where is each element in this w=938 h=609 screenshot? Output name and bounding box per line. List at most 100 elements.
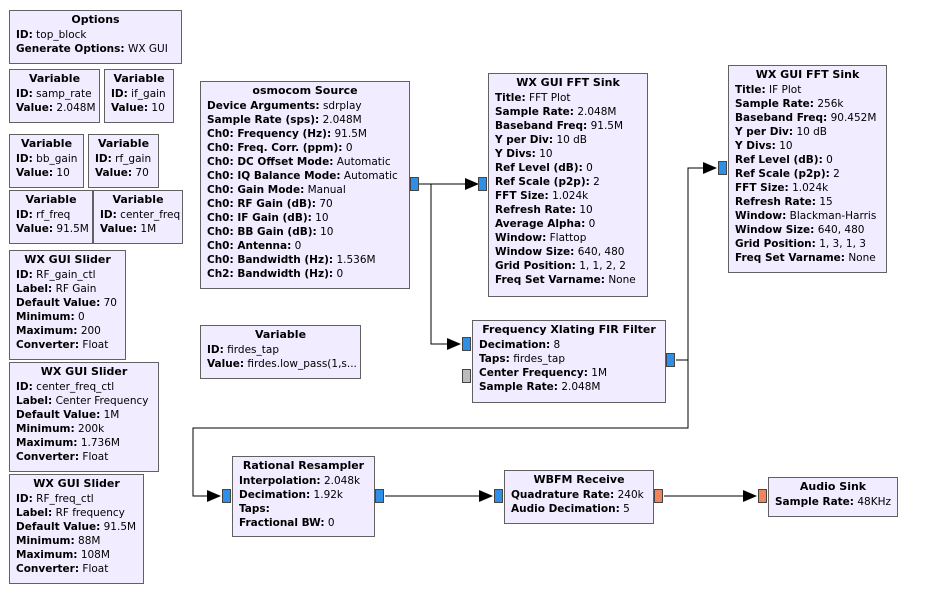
param-label: Baseband Freq:: [495, 120, 588, 132]
param-value: 10 dB: [556, 134, 588, 146]
param-label: Ch0: BB Gain (dB):: [207, 226, 317, 238]
param-row: Sample Rate: 48KHz: [775, 495, 891, 509]
param-label: ID:: [16, 209, 33, 221]
fft-sink-fft-plot-block[interactable]: WX GUI FFT Sink Title: FFT Plot Sample R…: [488, 73, 648, 297]
param-value: bb_gain: [36, 153, 78, 165]
param-value: 15: [819, 196, 833, 208]
slider-center-freq-block[interactable]: WX GUI Slider ID: center_freq_ctl Label:…: [9, 362, 159, 472]
param-value: 48KHz: [857, 496, 891, 508]
variable-samp-rate-block[interactable]: Variable ID: samp_rate Value: 2.048M: [9, 69, 100, 123]
param-value: Float: [82, 339, 109, 351]
fft-sink-if-plot-block[interactable]: WX GUI FFT Sink Title: IF Plot Sample Ra…: [728, 65, 887, 273]
rational-resampler-in-port[interactable]: [222, 489, 231, 503]
param-label: Title:: [495, 92, 526, 104]
param-value: 91.5M: [590, 120, 624, 132]
param-value: None: [608, 274, 636, 286]
wire-xlating-to-fft2: [676, 162, 717, 361]
param-label: Sample Rate:: [479, 381, 558, 393]
freq-xlating-msg-port[interactable]: [462, 369, 471, 383]
param-value: 1M: [140, 223, 157, 235]
param-value: 91.5M: [56, 223, 89, 235]
param-value: 640, 480: [577, 246, 625, 258]
param-value: IF Plot: [769, 84, 802, 96]
param-value: 88M: [78, 535, 101, 547]
osmocom-source-out-port[interactable]: [410, 177, 419, 191]
variable-rf-gain-block[interactable]: Variable ID: rf_gain Value: 70: [88, 134, 159, 188]
param-value: firdes_tap: [513, 353, 566, 365]
wbfm-receive-out-port[interactable]: [654, 489, 663, 503]
fft-sink-fft-plot-in-port[interactable]: [478, 177, 487, 191]
wbfm-receive-block[interactable]: WBFM Receive Quadrature Rate: 240k Audio…: [504, 470, 654, 524]
param-value: Blackman-Harris: [789, 210, 877, 222]
param-row: Y Divs: 10: [495, 147, 641, 161]
param-row: Baseband Freq: 90.452M: [735, 111, 880, 125]
param-value: 2.048M: [577, 106, 617, 118]
param-value: Float: [82, 563, 109, 575]
variable-rf-freq-block[interactable]: Variable ID: rf_freq Value: 91.5M: [9, 190, 93, 244]
fft-sink-if-plot-in-port[interactable]: [718, 161, 727, 175]
param-value: 200k: [78, 423, 105, 435]
param-row: Grid Position: 1, 1, 2, 2: [495, 259, 641, 273]
param-label: ID:: [16, 381, 33, 393]
param-label: Value:: [16, 102, 54, 114]
param-row: Default Value: 1M: [16, 408, 152, 422]
param-value: 640, 480: [817, 224, 865, 236]
param-label: Freq Set Varname:: [495, 274, 605, 286]
param-row: Converter: Float: [16, 450, 152, 464]
param-label: Y per Div:: [735, 126, 794, 138]
param-value: RF_gain_ctl: [36, 269, 96, 281]
param-value: 1.536M: [336, 254, 376, 266]
param-label: Ch0: Frequency (Hz):: [207, 128, 332, 140]
param-label: Label:: [16, 395, 53, 407]
audio-sink-in-port[interactable]: [758, 489, 767, 503]
param-row: Ch0: Freq. Corr. (ppm): 0: [207, 141, 403, 155]
param-row: Ref Scale (p2p): 2: [495, 175, 641, 189]
param-label: Sample Rate:: [495, 106, 574, 118]
param-value: Flattop: [549, 232, 587, 244]
param-value: 0: [78, 311, 85, 323]
param-value: 2.048M: [561, 381, 601, 393]
block-title: Variable: [97, 137, 150, 150]
slider-rf-freq-block[interactable]: WX GUI Slider ID: RF_freq_ctl Label: RF …: [9, 474, 144, 584]
param-row: Value: 91.5M: [16, 222, 89, 236]
param-label: Decimation:: [239, 489, 311, 501]
param-value: RF_freq_ctl: [36, 493, 94, 505]
variable-center-freq-block[interactable]: Variable ID: center_freq Value: 1M: [93, 190, 183, 244]
param-label: Sample Rate:: [735, 98, 814, 110]
param-row: Y per Div: 10 dB: [495, 133, 641, 147]
param-label: Default Value:: [16, 409, 101, 421]
audio-sink-block[interactable]: Audio Sink Sample Rate: 48KHz: [768, 477, 898, 517]
variable-if-gain-block[interactable]: Variable ID: if_gain Value: 10: [104, 69, 174, 123]
rational-resampler-out-port[interactable]: [375, 489, 384, 503]
param-value: 0: [588, 218, 596, 230]
param-row: ID: rf_gain: [95, 152, 152, 166]
param-value: firdes.low_pass(1,s...: [247, 358, 357, 370]
param-row: FFT Size: 1.024k: [495, 189, 641, 203]
param-row: Label: RF frequency: [16, 506, 137, 520]
osmocom-source-block[interactable]: osmocom Source Device Arguments: sdrplay…: [200, 81, 410, 289]
rational-resampler-block[interactable]: Rational Resampler Interpolation: 2.048k…: [232, 456, 375, 537]
param-row: ID: rf_freq: [16, 208, 86, 222]
param-label: Window Size:: [735, 224, 815, 236]
param-row: Window: Blackman-Harris: [735, 209, 880, 223]
param-label: Ref Level (dB):: [495, 162, 583, 174]
slider-rf-gain-block[interactable]: WX GUI Slider ID: RF_gain_ctl Label: RF …: [9, 250, 126, 360]
freq-xlating-out-port[interactable]: [666, 353, 675, 367]
param-label: ID:: [16, 29, 33, 41]
param-value: 200: [80, 325, 101, 337]
param-row: Label: RF Gain: [16, 282, 119, 296]
param-value: 10: [320, 226, 334, 238]
param-row: Minimum: 88M: [16, 534, 137, 548]
options-block[interactable]: Options ID: top_block Generate Options: …: [9, 10, 182, 64]
wbfm-receive-in-port[interactable]: [494, 489, 503, 503]
freq-xlating-in-port[interactable]: [462, 337, 471, 351]
variable-firdes-tap-block[interactable]: Variable ID: firdes_tap Value: firdes.lo…: [200, 325, 361, 379]
variable-bb-gain-block[interactable]: Variable ID: bb_gain Value: 10: [9, 134, 84, 188]
freq-xlating-fir-filter-block[interactable]: Frequency Xlating FIR Filter Decimation:…: [472, 320, 666, 403]
block-title: Rational Resampler: [242, 459, 365, 472]
param-value: 0: [586, 162, 593, 174]
param-value: 8: [553, 339, 561, 351]
param-label: Ref Scale (p2p):: [735, 168, 830, 180]
param-label: Ch0: Freq. Corr. (ppm):: [207, 142, 343, 154]
